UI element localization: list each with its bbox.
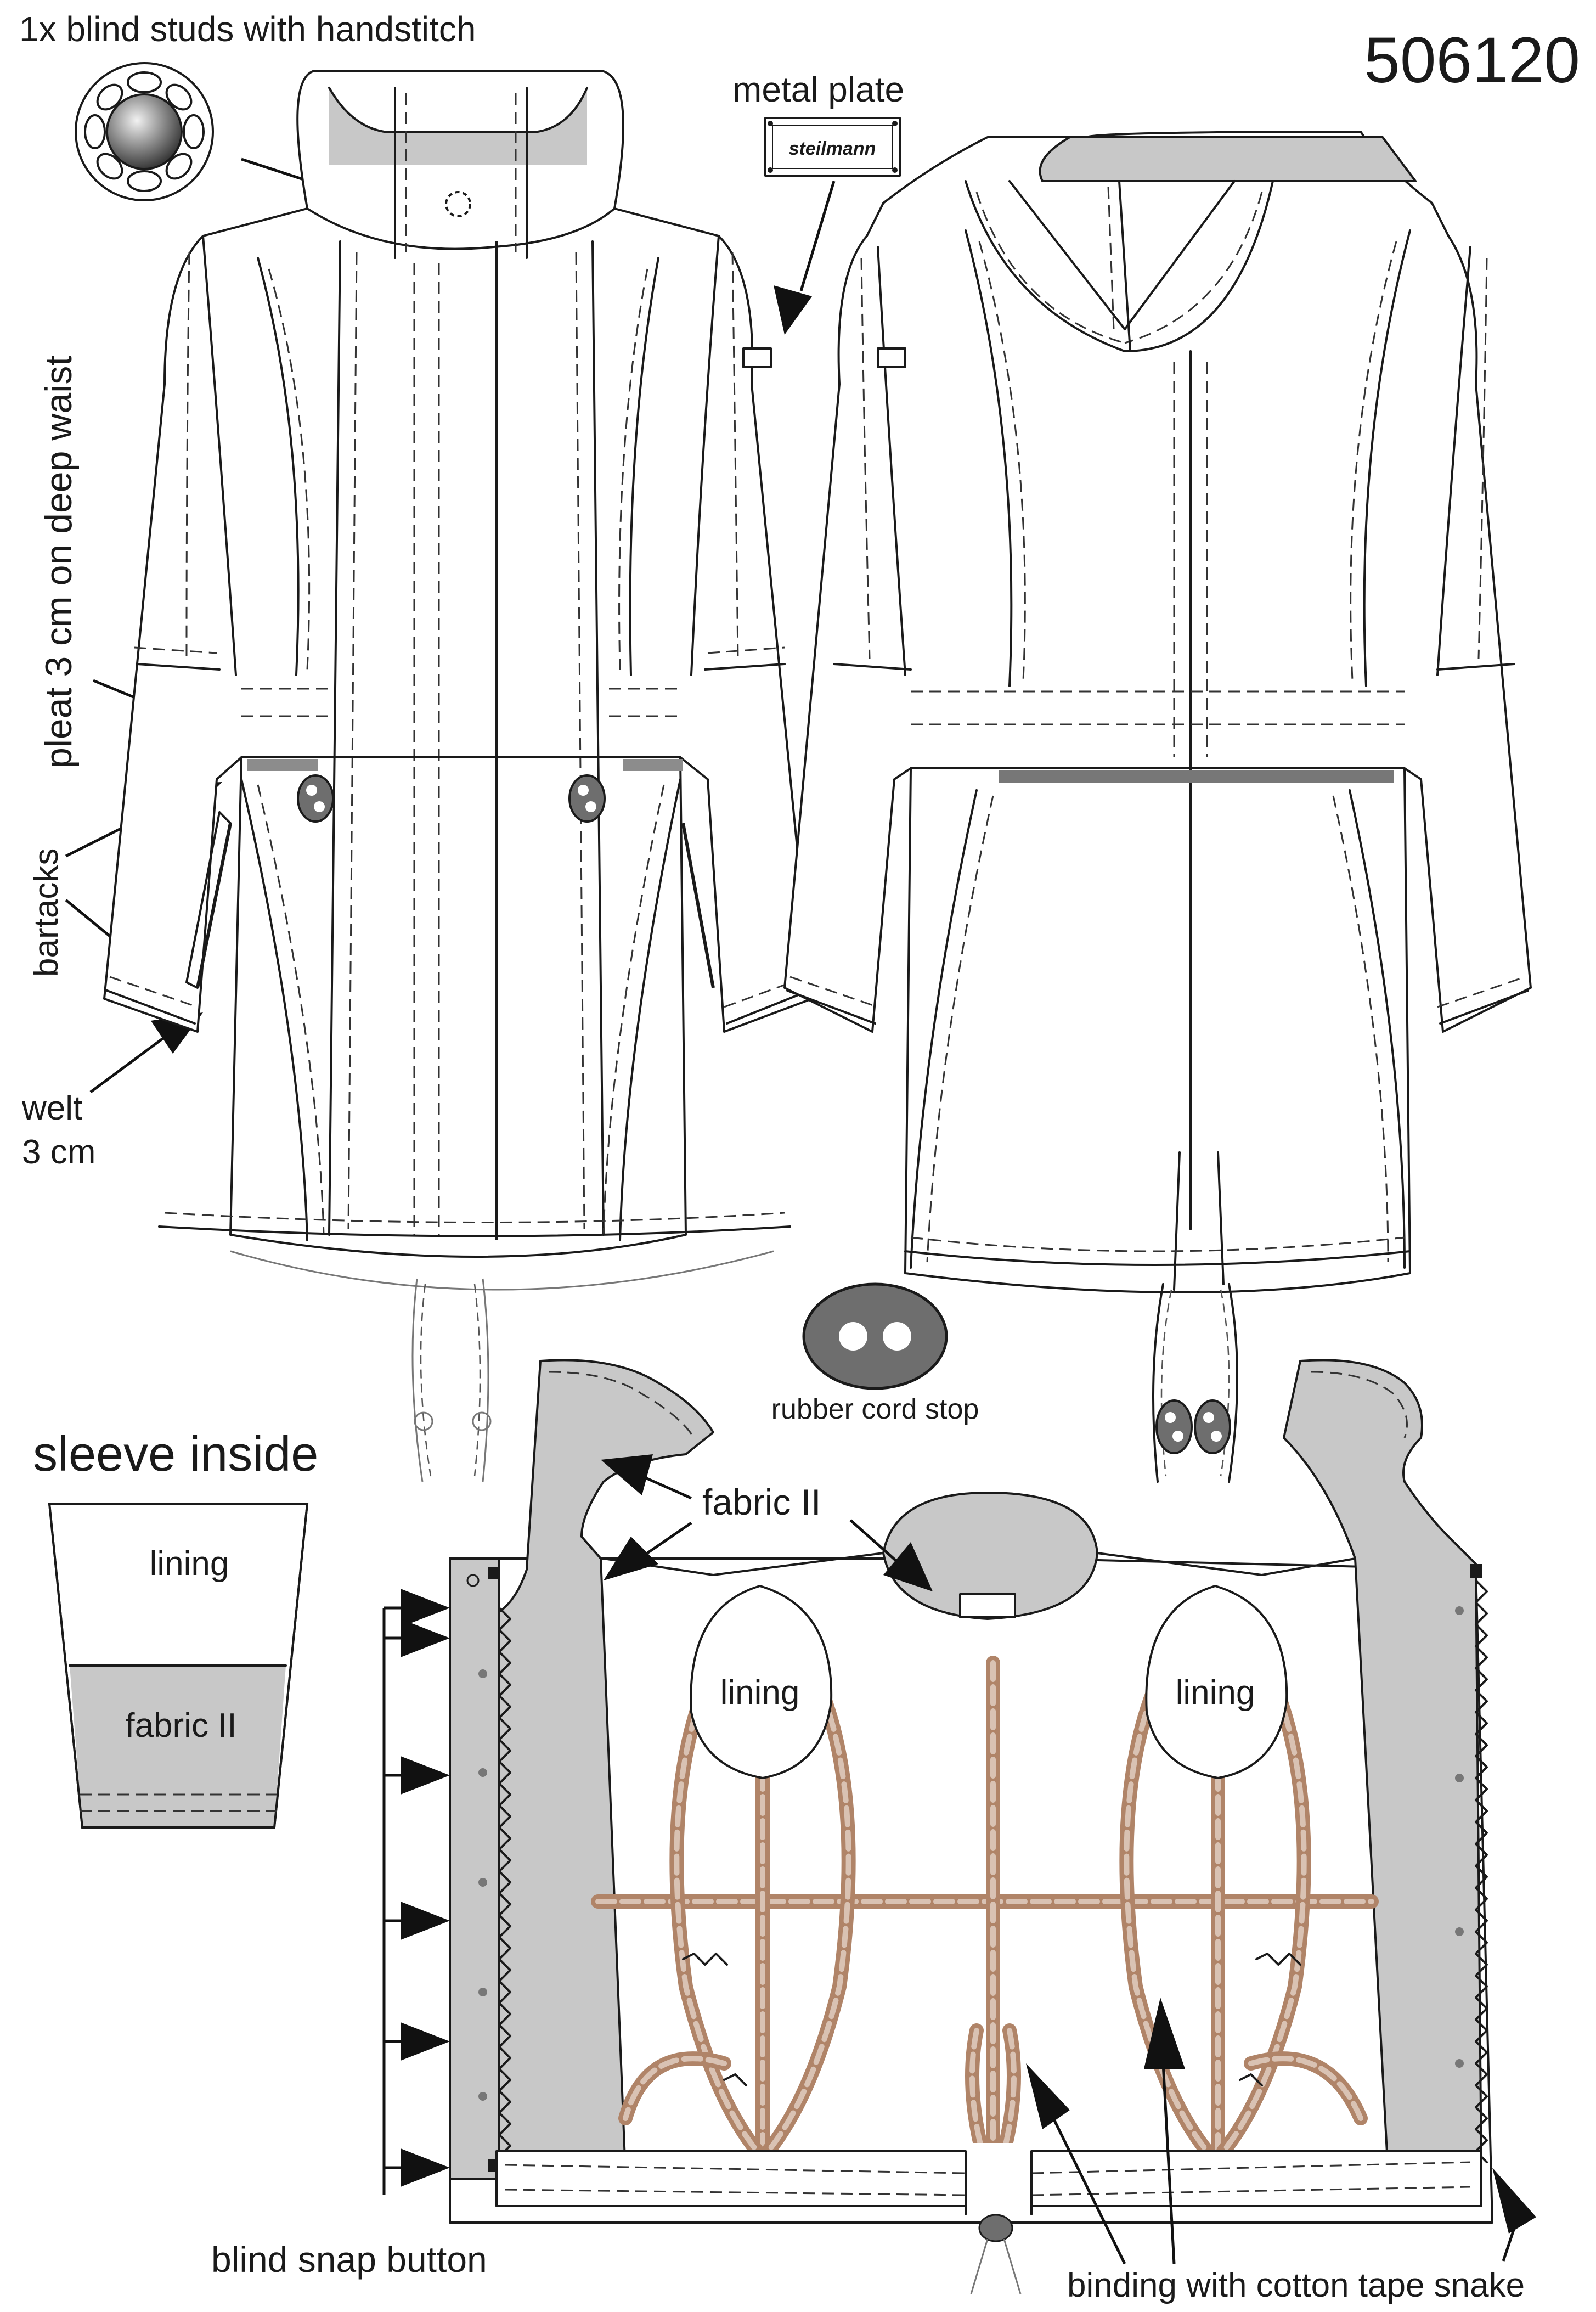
blind-stud-icon [75,62,214,201]
pleat-label: pleat 3 cm on deep waist [38,356,80,768]
sleeve-fabric-ii-label: fabric II [125,1707,236,1745]
style-number: 506120 [1364,24,1580,97]
rubber-cord-stop-label: rubber cord stop [771,1393,979,1425]
front-cord-stop-left [297,774,334,823]
front-view [103,70,813,1482]
welt-size-label: 3 cm [22,1133,95,1171]
sleeve-lining-label: lining [150,1545,229,1583]
fabric-ii-label: fabric II [702,1482,821,1522]
sleeve-inside-diagram [48,1503,309,1829]
back-sleeve-plate [877,347,906,368]
front-cord-stop-right [568,774,606,823]
welt-label: welt [21,1089,82,1127]
inside-lining-right-label: lining [1176,1674,1255,1712]
fabric-ii-arrows [601,1454,933,1591]
plate-brand: steilmann [789,138,876,159]
metal-plate-icon: steilmann [764,117,901,177]
metal-plate-arrow [774,181,836,335]
binding-arrows [1026,1998,1536,2265]
sleeve-inside-title: sleeve inside [33,1427,318,1482]
metal-plate-label: metal plate [732,70,904,109]
rubber-cord-stop-icon [802,1282,948,1390]
bartacks-label: bartacks [27,848,65,977]
front-sleeve-plate [742,347,772,368]
inside-view [449,1359,1493,2294]
binding-label: binding with cotton tape snake [1067,2266,1525,2304]
back-cord-stop-left [1155,1399,1193,1454]
back-view [783,131,1532,1483]
inside-lining-left-label: lining [720,1674,800,1712]
back-cord-stop-right [1194,1399,1231,1454]
blind-snap-label: blind snap button [211,2239,487,2280]
blind-snap-bracket [382,1589,450,2195]
blind-studs-label: 1x blind studs with handstitch [19,9,476,49]
